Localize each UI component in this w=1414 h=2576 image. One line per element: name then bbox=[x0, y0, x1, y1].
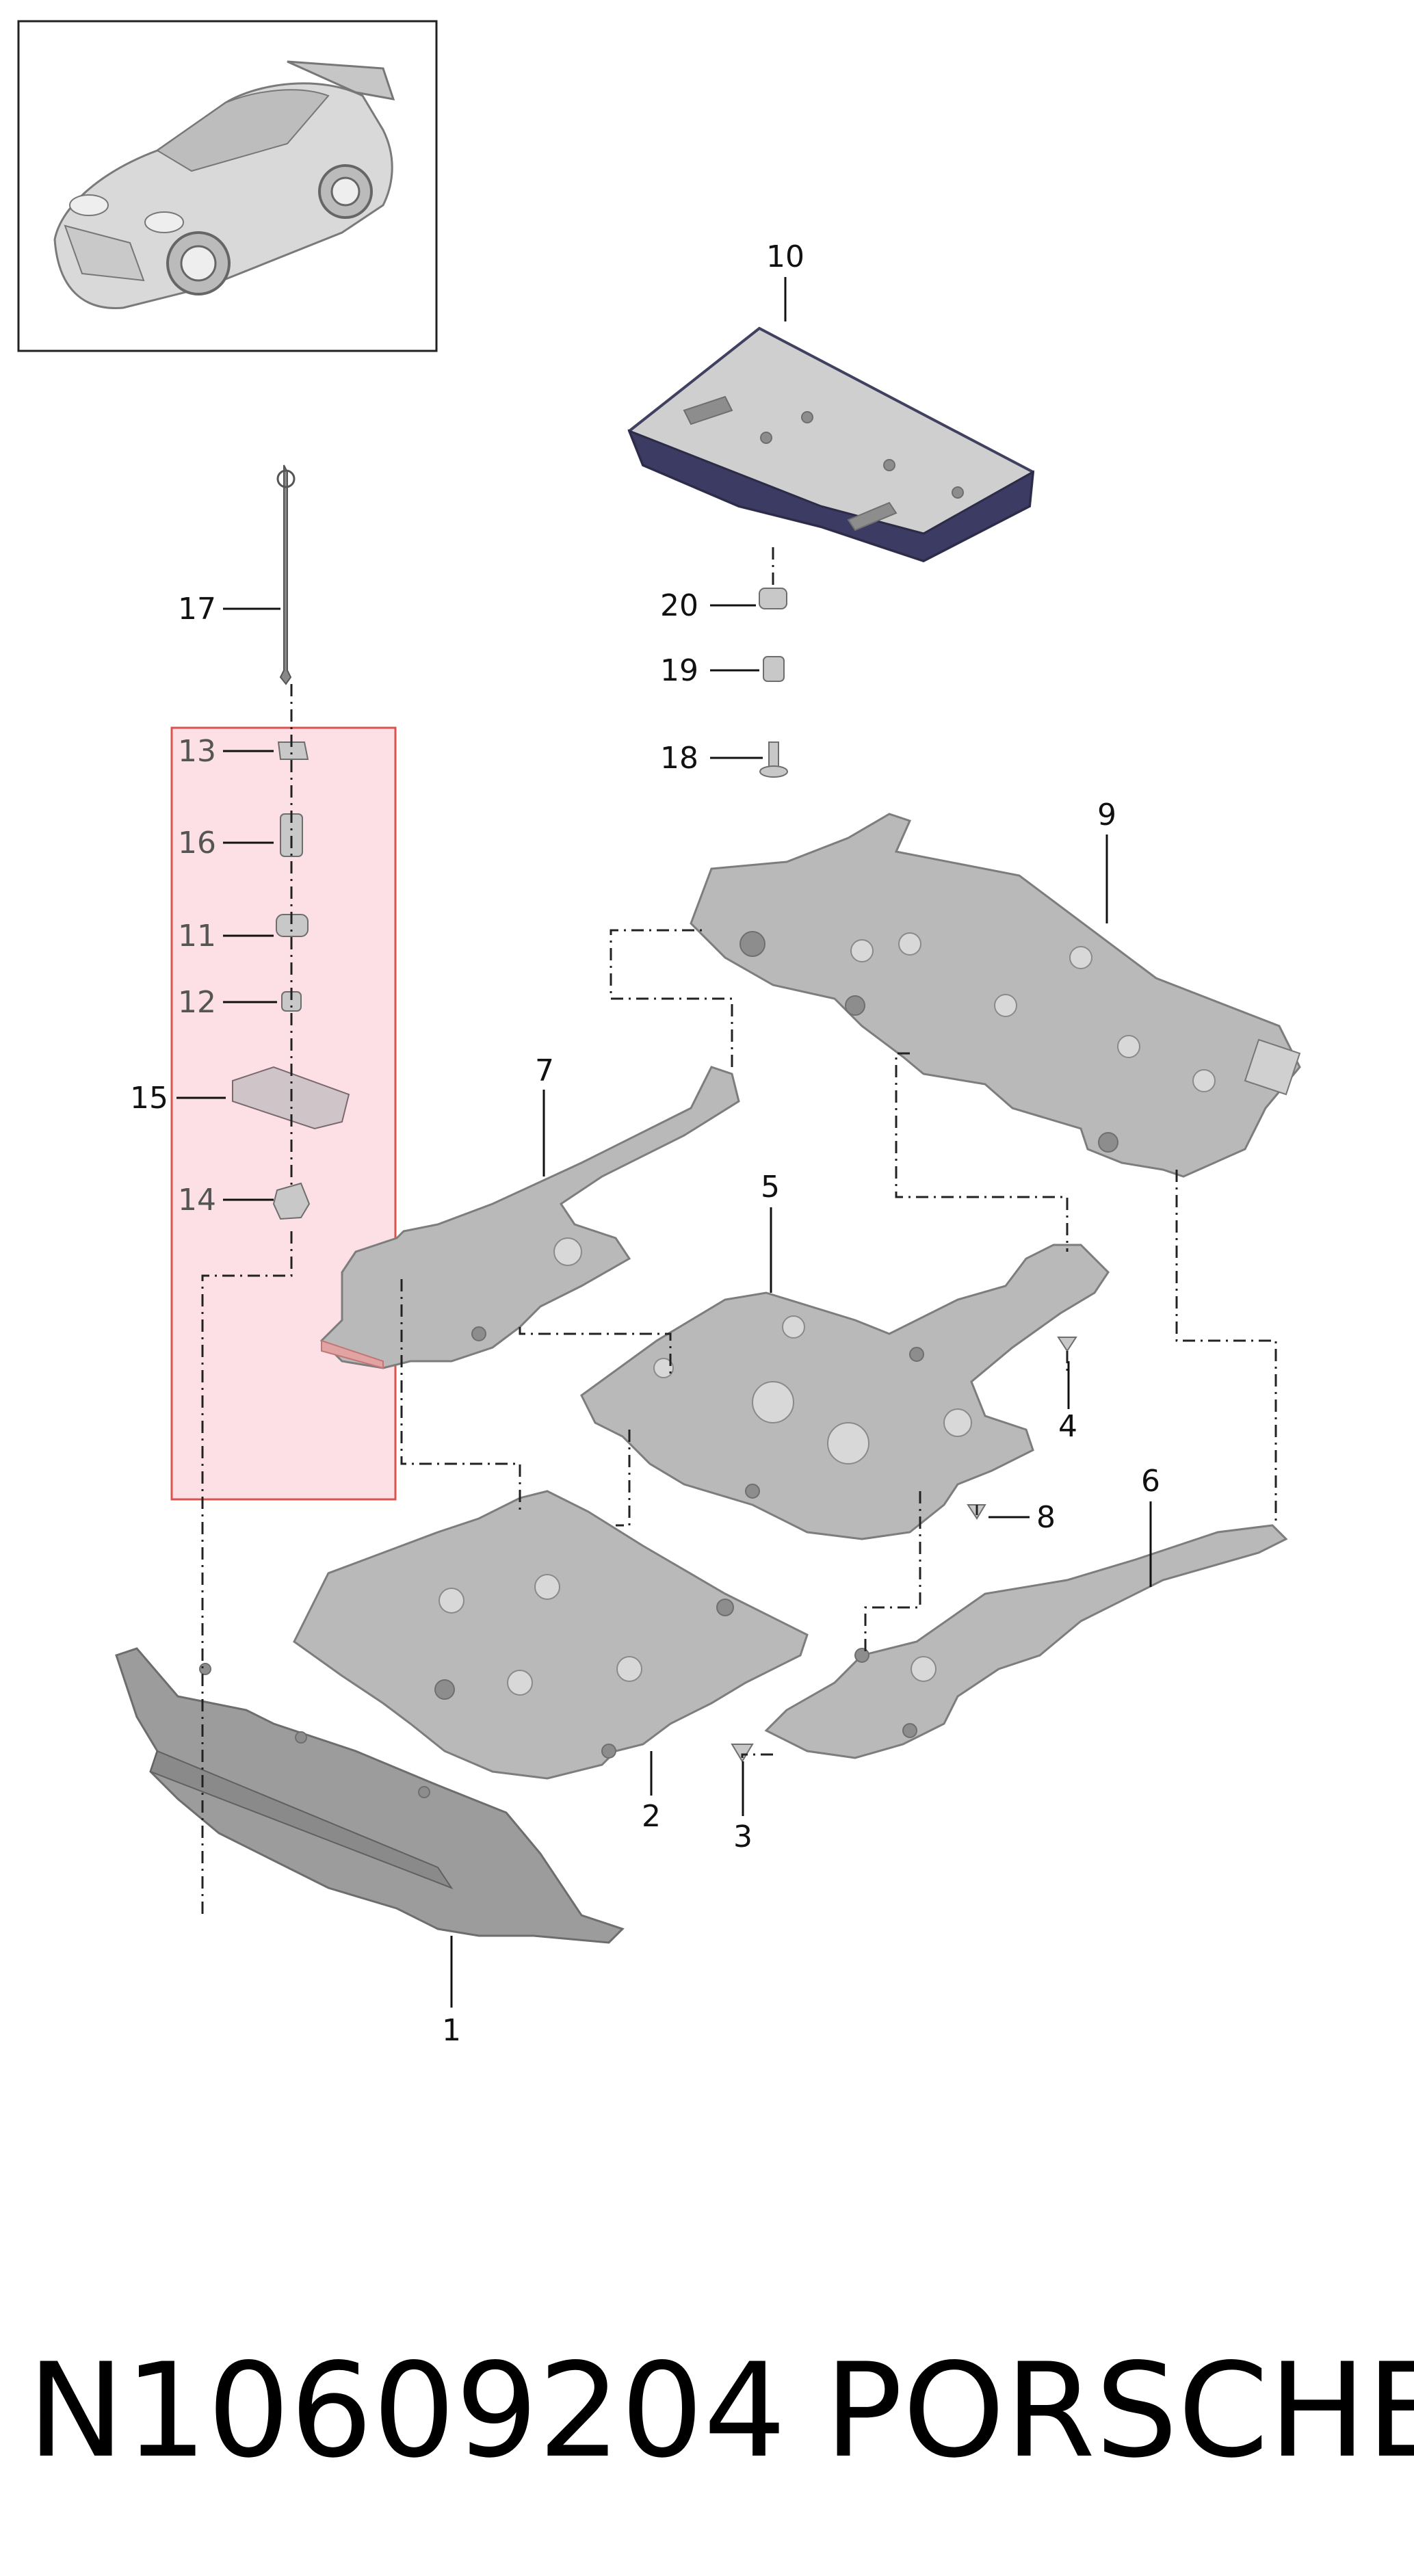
rod-17 bbox=[276, 464, 296, 685]
callout-3: 3 bbox=[733, 1819, 752, 1854]
part-6-side-panel bbox=[764, 1524, 1288, 1759]
callout-11: 11 bbox=[178, 919, 216, 954]
callout-5: 5 bbox=[761, 1170, 780, 1205]
callout-10: 10 bbox=[766, 239, 804, 274]
callout-20: 20 bbox=[660, 588, 698, 623]
callout-15: 15 bbox=[130, 1081, 168, 1116]
nut-14 bbox=[272, 1182, 311, 1220]
fastener-18 bbox=[759, 741, 788, 778]
callout-4: 4 bbox=[1058, 1409, 1077, 1444]
callout-16: 16 bbox=[178, 826, 216, 860]
car-illustration bbox=[53, 60, 395, 309]
fastener-3 bbox=[731, 1744, 754, 1763]
part-2-front-panel bbox=[293, 1490, 809, 1780]
fastener-19 bbox=[763, 656, 785, 682]
callout-18: 18 bbox=[660, 741, 698, 776]
part-1-front-spoiler bbox=[115, 1647, 625, 1944]
callout-19: 19 bbox=[660, 653, 698, 688]
callout-17: 17 bbox=[178, 592, 216, 627]
leader-lines bbox=[176, 277, 1152, 2008]
clip-13 bbox=[277, 741, 309, 760]
fastener-4 bbox=[1057, 1337, 1077, 1352]
part-number: N10609204 bbox=[27, 2335, 786, 2486]
fastener-20 bbox=[759, 588, 787, 609]
callout-8: 8 bbox=[1036, 1500, 1056, 1535]
assembly-lines bbox=[201, 684, 1277, 1915]
callout-9: 9 bbox=[1097, 798, 1116, 832]
callout-2: 2 bbox=[642, 1799, 661, 1834]
callout-1: 1 bbox=[442, 2013, 461, 2048]
part-10-underbody-panel bbox=[627, 326, 1035, 563]
callout-6: 6 bbox=[1141, 1464, 1160, 1499]
vehicle-thumbnail bbox=[17, 20, 438, 352]
callout-14: 14 bbox=[178, 1183, 216, 1218]
callout-13: 13 bbox=[178, 734, 216, 769]
part-5-center-panel bbox=[580, 1244, 1110, 1540]
part-9-rear-panel bbox=[690, 813, 1301, 1178]
callout-12: 12 bbox=[178, 985, 216, 1020]
brand-name: PORSCHE bbox=[824, 2335, 1414, 2486]
callout-7: 7 bbox=[535, 1053, 554, 1088]
callout-labels: 17 13 16 11 12 15 14 10 20 19 18 9 7 5 4… bbox=[130, 239, 1160, 2048]
part-7-side-panel bbox=[319, 1066, 740, 1369]
